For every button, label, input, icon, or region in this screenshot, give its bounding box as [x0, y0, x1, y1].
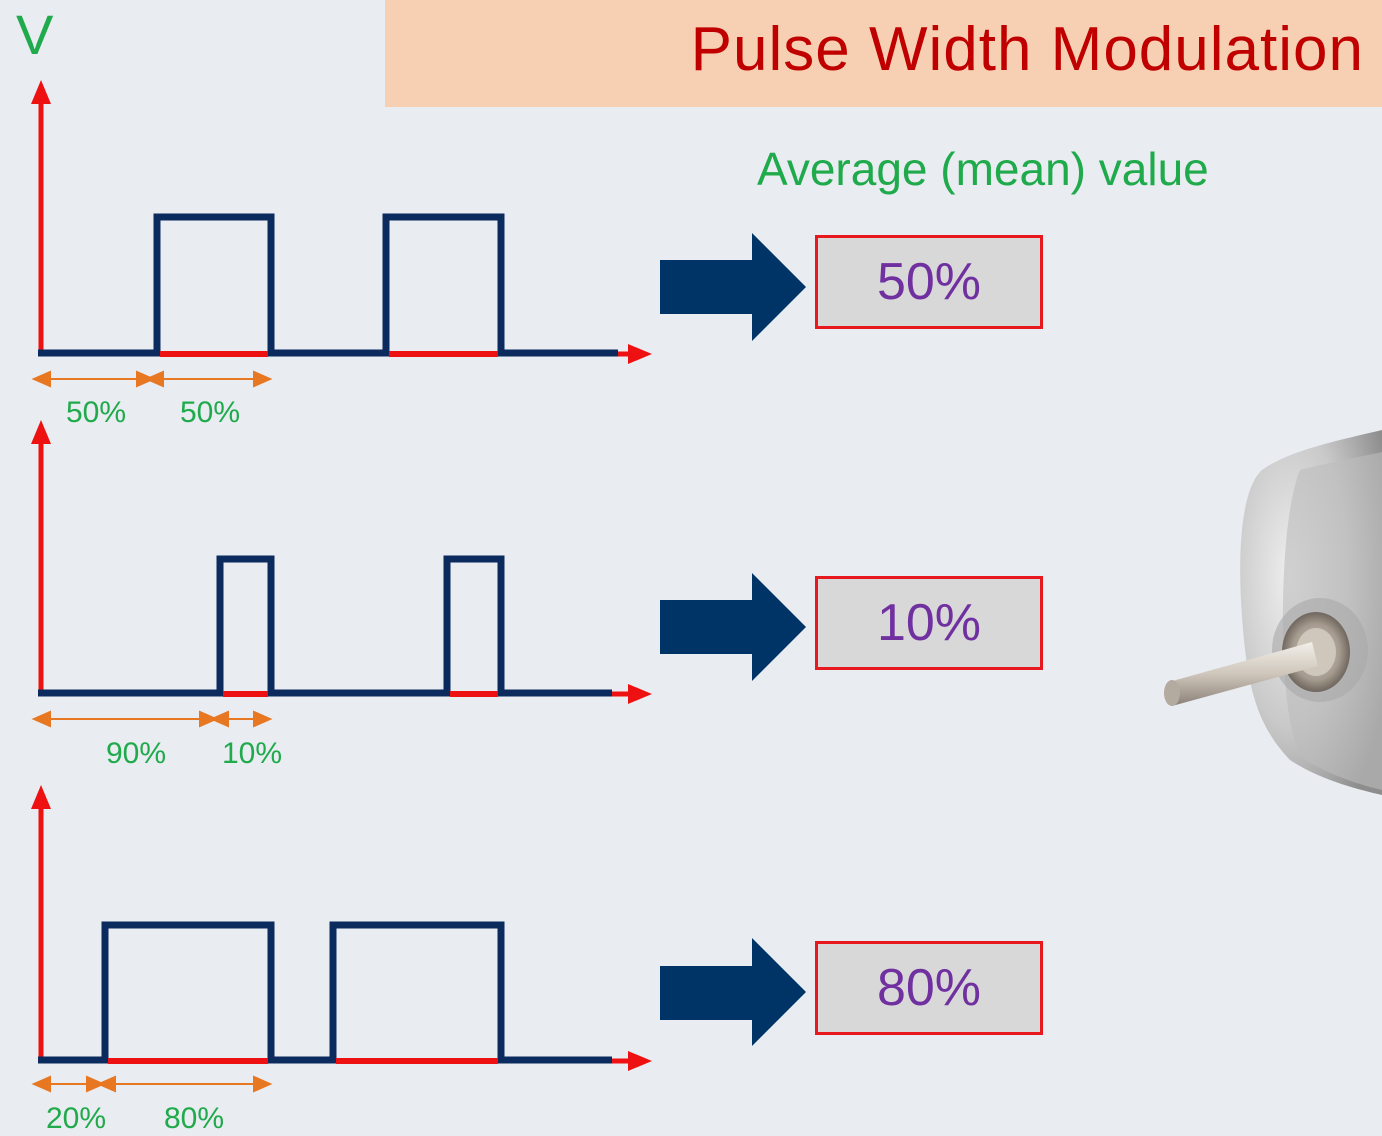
y-axis-arrowhead-2 — [31, 420, 51, 444]
dimension-arrows-2 — [31, 710, 273, 728]
off-time-label-3: 20% — [46, 1102, 107, 1135]
square-wave-1 — [38, 213, 618, 357]
on-time-label-1: 50% — [180, 396, 241, 429]
y-axis-arrowhead-1 — [31, 80, 51, 104]
square-wave-2 — [38, 555, 612, 697]
pwm-waveform-50 — [31, 80, 652, 388]
dimension-arrows-1 — [31, 370, 273, 388]
page-title: Pulse Width Modulation — [690, 15, 1364, 84]
off-time-label-1: 50% — [66, 396, 127, 429]
on-time-label-3: 80% — [164, 1102, 225, 1135]
title-band: Pulse Width Modulation — [385, 0, 1382, 107]
on-time-label-2: 10% — [222, 737, 283, 770]
result-arrow-1 — [660, 233, 806, 341]
dc-motor-image — [1164, 430, 1382, 795]
result-arrow-3 — [660, 938, 806, 1046]
x-axis-arrowhead-2 — [628, 684, 652, 704]
average-value-box-10: 10% — [815, 576, 1043, 670]
square-wave-3 — [38, 921, 612, 1064]
result-arrow-2 — [660, 573, 806, 681]
pwm-waveform-80 — [31, 785, 652, 1093]
y-axis-arrowhead-3 — [31, 785, 51, 809]
average-value-box-50: 50% — [815, 235, 1043, 329]
pwm-waveform-10 — [31, 420, 652, 728]
dimension-arrows-3 — [31, 1075, 273, 1093]
average-value-box-80: 80% — [815, 941, 1043, 1035]
x-axis-arrowhead-3 — [628, 1051, 652, 1071]
x-axis-arrowhead-1 — [628, 344, 652, 364]
voltage-axis-label: V — [16, 3, 54, 66]
average-value-heading: Average (mean) value — [757, 143, 1209, 195]
off-time-label-2: 90% — [106, 737, 167, 770]
